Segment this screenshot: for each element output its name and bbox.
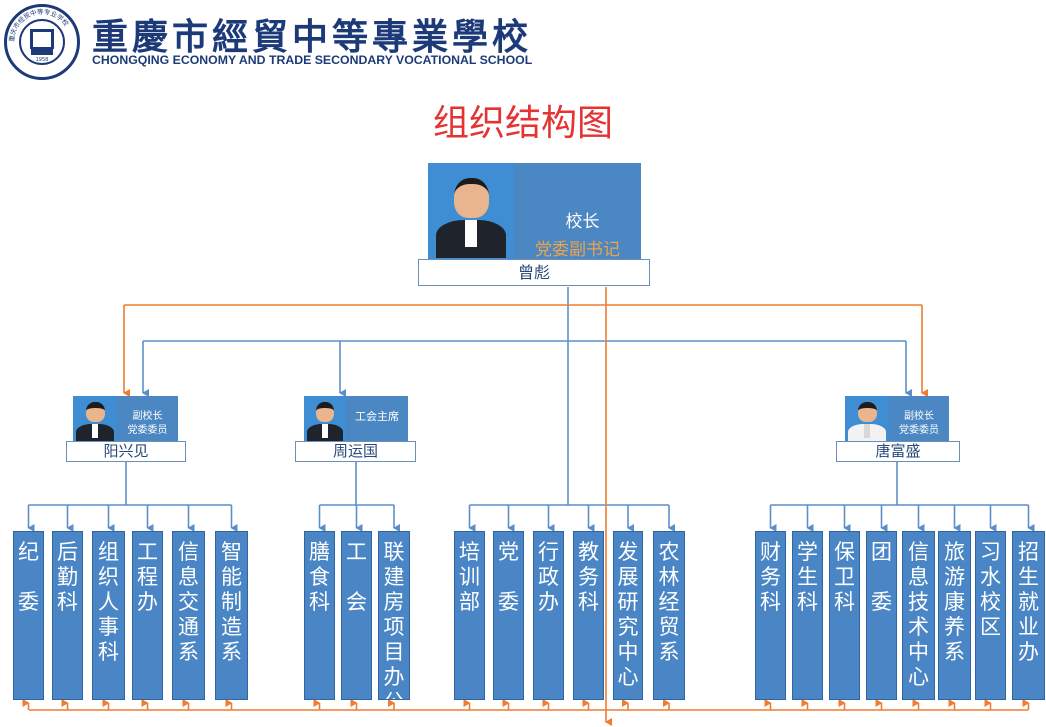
dept-box: 联建房项目办公室 <box>378 531 410 700</box>
principal-role-box: 校长 党委副书记 <box>514 163 641 260</box>
book-icon <box>31 47 53 55</box>
school-seal-logo: 重庆市经贸中等专业学校 1958 <box>4 4 80 80</box>
principal-name: 曾彪 <box>418 259 650 286</box>
chart-title: 组织结构图 <box>432 103 613 144</box>
dept-box: 信息交通系 <box>172 531 205 700</box>
vice-left-photo <box>73 396 117 442</box>
vice-right-title1: 副校长 <box>904 411 934 422</box>
principal-title: 校长 <box>565 212 600 232</box>
school-name-en: CHONGQING ECONOMY AND TRADE SECONDARY VO… <box>92 53 533 67</box>
union-chair-title: 工会主席 <box>355 410 399 423</box>
dept-box: 膳食科 <box>304 531 335 700</box>
vice-right-photo <box>845 396 889 442</box>
dept-box: 学生科 <box>792 531 823 700</box>
vice-left-title1: 副校长 <box>132 411 163 422</box>
dept-box: 习水校区 <box>975 531 1006 700</box>
principal-subtitle: 党委副书记 <box>535 240 620 260</box>
dept-box: 组织人事科 <box>92 531 125 700</box>
school-name-cn: 重慶市經貿中等專業學校 <box>92 16 533 58</box>
vice-left-role-box: 副校长 党委委员 <box>117 396 178 442</box>
vice-left-title2: 党委委员 <box>127 425 168 436</box>
dept-box: 党 委 <box>493 531 524 700</box>
dept-box: 旅游康养系 <box>938 531 971 700</box>
dept-box: 工 会 <box>341 531 372 700</box>
dept-box: 培训部 <box>454 531 485 700</box>
dept-box: 教务科 <box>573 531 604 700</box>
dept-box: 纪 委 <box>13 531 44 700</box>
vice-left-name: 阳兴见 <box>66 441 186 462</box>
dept-box: 信息技术中心 <box>902 531 935 700</box>
dept-box: 行政办 <box>533 531 564 700</box>
union-chair-role-box: 工会主席 <box>346 396 408 442</box>
gate-icon <box>30 29 54 49</box>
dept-box: 农林经贸系 <box>653 531 685 700</box>
dept-box: 招生就业办 <box>1012 531 1045 700</box>
vice-right-role-box: 副校长 党委委员 <box>889 396 949 442</box>
dept-box: 智能制造系 <box>215 531 248 700</box>
union-chair-photo <box>304 396 346 442</box>
dept-box: 团 委 <box>866 531 897 700</box>
vice-right-title2: 党委委员 <box>899 425 939 436</box>
seal-year: 1958 <box>35 57 49 63</box>
dept-box: 发展研究中心 <box>613 531 643 700</box>
dept-box: 工程办 <box>132 531 163 700</box>
union-chair-name: 周运国 <box>295 441 416 462</box>
vice-right-name: 唐富盛 <box>836 441 960 462</box>
dept-box: 后勤科 <box>52 531 83 700</box>
dept-box: 财务科 <box>755 531 786 700</box>
principal-photo <box>428 163 514 260</box>
dept-box: 保卫科 <box>829 531 860 700</box>
